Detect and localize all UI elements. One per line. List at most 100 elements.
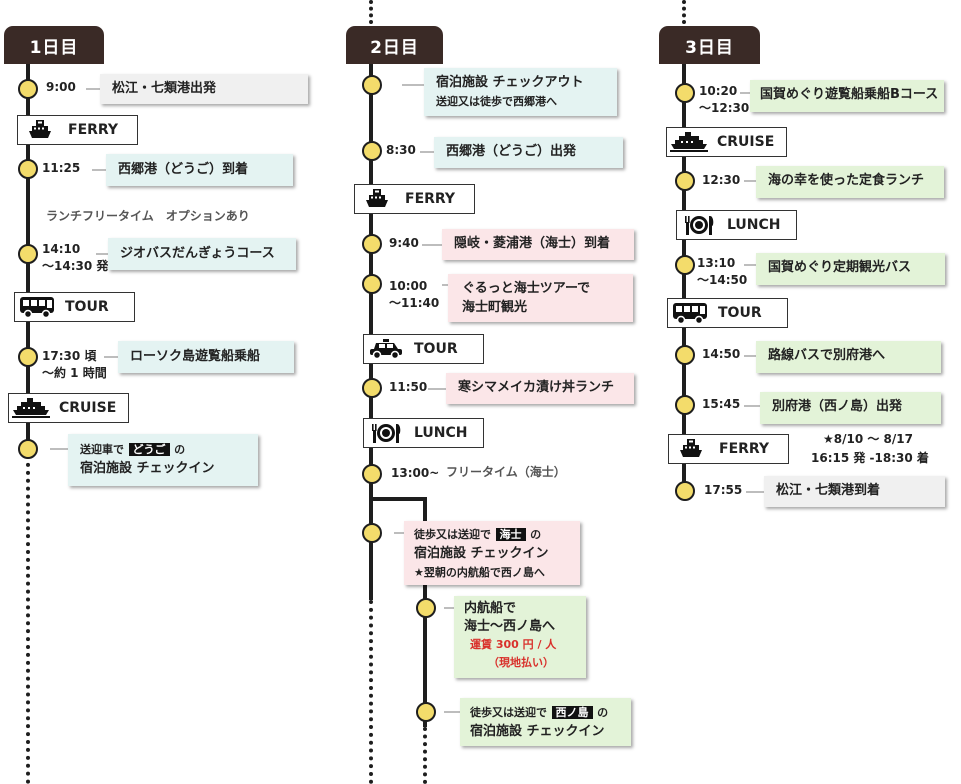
day3-time-1755: 17:55: [704, 483, 743, 497]
day3-lunch-box: LUNCH: [676, 210, 797, 240]
day2-time-1300: 13:00~: [391, 466, 440, 480]
transport-label-cruise: CRUISE: [717, 134, 775, 150]
day2-node-0940: [362, 234, 382, 254]
connector: [402, 84, 424, 86]
day2-node-0830: [362, 141, 382, 161]
day2-node-checkout: [362, 75, 382, 95]
transport-label-tour: TOUR: [65, 299, 109, 315]
day3-node-1230: [675, 171, 695, 191]
day3-top-dots: [682, 0, 686, 24]
day2-node-1300: [362, 464, 382, 484]
day1-node-0900: [18, 79, 38, 99]
day2-lunch-box: LUNCH: [363, 418, 484, 448]
day3-node-1755: [675, 481, 695, 501]
connector: [86, 88, 100, 90]
day3-node-1450: [675, 345, 695, 365]
area-tag-ama: 海士: [495, 528, 526, 541]
transport-label-ferry: FERRY: [405, 191, 456, 207]
day2-event-ama-tour: ぐるっと海士ツアーで海士町観光: [448, 274, 633, 322]
ferry-icon: [669, 437, 713, 461]
day1-time-1125: 11:25: [42, 161, 81, 175]
day3-ferry-time-note: 16:15 発 -18:30 着: [811, 451, 929, 465]
connector: [394, 532, 404, 534]
day3-event-seafood-lunch: 海の幸を使った定食ランチ: [756, 166, 944, 198]
day2-event-checkin-ama: 徒歩又は送迎で 海士 の 宿泊施設 チェックイン ★翌朝の内航船で西ノ島へ: [404, 521, 580, 585]
connector: [744, 355, 756, 357]
day3-event-kuniga-bus: 国賀めぐり定期観光バス: [756, 253, 945, 285]
fare-pay-note: （現地払い）: [488, 656, 554, 669]
day2-header: 2日目: [346, 26, 443, 64]
ferry-icon: [18, 118, 62, 142]
day3-time-1310: 13:10～14:50: [697, 256, 748, 287]
day3-ferry-date-note: ★8/10 ～ 8/17: [823, 432, 913, 446]
day3-cruise-box: CRUISE: [666, 127, 787, 157]
day1-timeline-dots: [26, 455, 30, 784]
day1-time-1730: 17:30 頃～約 1 時間: [42, 349, 107, 380]
connector: [444, 607, 454, 609]
day2-node-1000: [362, 274, 382, 294]
day1-time-1410: 14:10～14:30 発: [42, 242, 109, 273]
cruise-ship-icon: [9, 397, 53, 419]
fare-text: 運賃 300 円 / 人: [470, 638, 557, 651]
day2-branch-line: [369, 497, 427, 501]
day1-header: 1日目: [4, 26, 104, 64]
transport-label-cruise: CRUISE: [59, 400, 117, 416]
day2-time-0940: 9:40: [389, 236, 419, 250]
connector: [422, 244, 442, 246]
day3-event-arrive-shichirui: 松江・七類港到着: [764, 476, 945, 507]
day3-node-1310: [675, 255, 695, 275]
day3-tour-box: TOUR: [667, 298, 788, 328]
day3-time-1450: 14:50: [702, 347, 741, 361]
area-tag-nishinoshima: 西ノ島: [551, 706, 593, 719]
connector: [746, 491, 764, 493]
area-tag-dogo: どうご: [128, 443, 170, 456]
day2-event-lunch-ika-don: 寒シマメイカ漬け丼ランチ: [446, 373, 634, 404]
connector: [444, 711, 460, 713]
day1-cruise-box: CRUISE: [8, 393, 129, 423]
day3-time-1020: 10:20～12:30: [699, 84, 750, 115]
transport-label-ferry: FERRY: [68, 122, 119, 138]
day2-time-1150: 11:50: [389, 380, 428, 394]
day1-node-1125: [18, 159, 38, 179]
day3-time-1230: 12:30: [702, 173, 741, 187]
day1-node-1410: [18, 244, 38, 264]
lunch-icon: [677, 214, 721, 236]
day2-free-time-note: フリータイム（海士）: [446, 465, 566, 479]
day2-time-0830: 8:30: [386, 143, 416, 157]
day3-event-kuniga-cruise: 国賀めぐり遊覧船乗船Bコース: [750, 80, 944, 112]
connector: [50, 448, 68, 450]
day2-tour-box: TOUR: [363, 334, 484, 364]
transport-label-tour: TOUR: [414, 341, 458, 357]
day3-event-depart-beppu: 別府港（西ノ島）出発: [760, 392, 941, 424]
day2-event-inner-boat: 内航船で 海士～西ノ島へ 運賃 300 円 / 人 （現地払い）: [454, 596, 586, 678]
connector: [744, 180, 756, 182]
connector: [104, 356, 118, 358]
cruise-ship-icon: [667, 131, 711, 153]
connector: [740, 92, 750, 94]
transport-label-ferry: FERRY: [719, 441, 770, 457]
day2-event-checkin-nishinoshima: 徒歩又は送迎で 西ノ島 の 宿泊施設 チェックイン: [460, 698, 631, 746]
day1-node-1730: [18, 347, 38, 367]
connector: [92, 169, 106, 171]
day3-node-1020: [675, 83, 695, 103]
day1-event-candle-island-cruise: ローソク島遊覧船乗船: [118, 341, 294, 373]
day2-top-dots: [369, 0, 373, 24]
day2-node-inner-boat: [416, 598, 436, 618]
day1-ferry-box: FERRY: [17, 115, 138, 145]
connector: [744, 264, 756, 266]
connector: [428, 388, 446, 390]
day3-timeline-line: [682, 60, 686, 490]
day3-time-1545: 15:45: [702, 397, 741, 411]
day2-time-1000: 10:00～11:40: [389, 279, 440, 310]
connector: [420, 151, 434, 153]
day2-node-checkin-ama: [362, 523, 382, 543]
day2-timeline-dots: [369, 600, 373, 784]
day1-tour-box: TOUR: [14, 292, 135, 322]
day3-ferry-box: FERRY: [668, 434, 789, 464]
day2-branch-dots: [423, 727, 427, 784]
day1-event-checkin-dogo: 送迎車で どうご の 宿泊施設 チェックイン: [68, 434, 258, 486]
day3-node-1545: [675, 395, 695, 415]
connector: [96, 253, 108, 255]
day2-node-1150: [362, 378, 382, 398]
day2-event-depart-saigo: 西郷港（どうご）出発: [434, 137, 623, 168]
